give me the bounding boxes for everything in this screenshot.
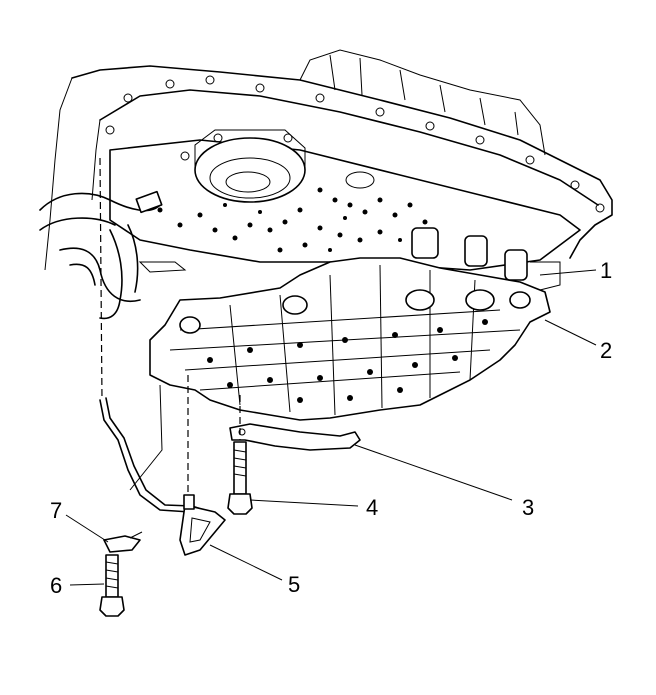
wiring-harness [39, 190, 187, 320]
valve-body-holes [207, 319, 488, 403]
callout-5: 5 [288, 572, 300, 597]
bracket [229, 423, 361, 451]
leader-lines [65, 269, 597, 586]
callout-7: 7 [50, 498, 62, 523]
valve-body [149, 227, 561, 421]
callout-labels: 1 2 3 4 5 6 7 [50, 258, 612, 598]
callout-3: 3 [522, 495, 534, 520]
bolt-6 [99, 554, 125, 617]
separator-plate [109, 129, 581, 271]
callout-1: 1 [600, 258, 612, 283]
alignment-lines [99, 157, 241, 495]
clip-7 [103, 531, 143, 553]
case-bolt-holes [105, 75, 605, 213]
callout-4: 4 [366, 495, 378, 520]
bolt-4 [227, 441, 253, 515]
filter-pipe [99, 397, 226, 556]
transmission-case [44, 49, 613, 271]
callout-2: 2 [600, 338, 612, 363]
callout-6: 6 [50, 573, 62, 598]
plate-holes [157, 187, 428, 253]
